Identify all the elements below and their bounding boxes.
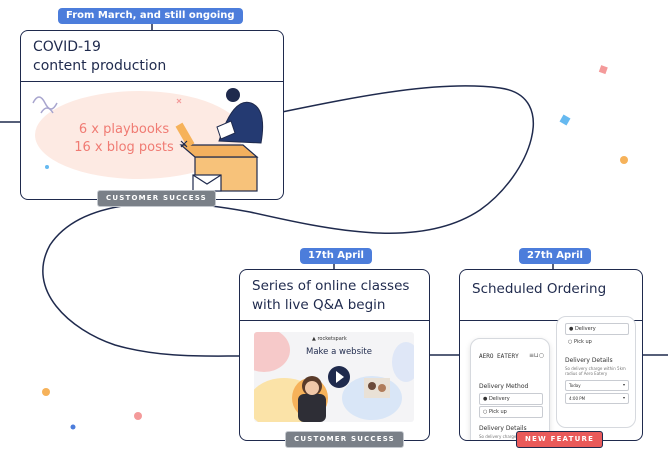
card-title-line1: COVID-19 [33,39,101,55]
option-label: Pick up [573,339,592,345]
card-title-line1: Series of online classes [252,278,410,294]
confetti-square [559,114,571,126]
select-value: Today [569,383,581,388]
covid-card[interactable]: COVID-19 content production 6 x playbook… [20,30,284,200]
radio-icon: ● [483,396,489,402]
video-brand: rocketspark [317,336,347,342]
chevron-down-icon: ▾ [622,382,625,387]
card-header: Scheduled Ordering [460,270,642,321]
card-title: Scheduled Ordering [472,281,607,297]
confetti-dot [42,388,50,396]
cart-icon[interactable]: ⊔ [534,352,539,359]
option-label: Delivery [574,326,596,332]
category-badge: CUSTOMER SUCCESS [285,431,404,448]
rocket-icon: ▲ [312,336,318,342]
option-label: Pick up [488,409,507,415]
video-title: Make a website [306,347,372,357]
video-thumbnail[interactable]: ▲ rocketspark Make a website [254,332,414,422]
select-value: 4:00 PM [569,396,586,401]
confetti-dot [134,412,142,420]
ordering-card[interactable]: Scheduled Ordering ● Delivery ○ Pick up … [459,269,643,441]
radio-icon: ○ [568,339,574,345]
menu-icon[interactable]: ≡ [529,352,535,359]
section-heading: Delivery Details [565,357,613,364]
radio-icon: ○ [483,409,489,415]
date-tag: From March, and still ongoing [58,8,243,24]
radio-option[interactable]: ○ Pick up [479,406,543,418]
note-text: So delivery charge within 5km radius of … [565,366,626,376]
search-icon[interactable]: ○ [538,352,544,359]
radio-icon: ● [569,326,575,332]
phone-mockup-left: AERO EATERY ≡⊔○ Delivery Method ● Delive… [470,338,559,440]
chevron-down-icon: ▾ [622,395,625,400]
covid-illustration [32,88,264,192]
confetti-square [598,65,608,75]
radio-option[interactable]: ● Delivery [479,393,543,405]
stat-playbooks: 6 x playbooks [78,122,170,137]
section-heading: Delivery Details [479,425,527,432]
day-select[interactable]: Today ▾ [565,380,629,391]
option-label: Delivery [488,396,510,402]
card-header: Series of online classes with live Q&A b… [240,270,429,321]
stat-blog-posts: 16 x blog posts [74,140,174,155]
card-header: COVID-19 content production [21,31,283,82]
confetti-dot [620,156,628,164]
category-badge: NEW FEATURE [516,431,604,448]
date-tag: 17th April [300,248,372,264]
card-title-line2: with live Q&A begin [252,297,386,313]
time-select[interactable]: 4:00 PM ▾ [565,393,629,404]
date-tag: 27th April [519,248,591,264]
radio-option[interactable]: ● Delivery [565,323,629,335]
card-title-line2: content production [33,58,167,74]
phone-mockup-right: ● Delivery ○ Pick up Delivery Details So… [556,316,636,428]
play-icon [336,371,344,383]
section-heading: Delivery Method [479,383,529,390]
play-button[interactable] [328,366,350,388]
confetti-dot [70,424,76,430]
category-badge: CUSTOMER SUCCESS [97,190,216,207]
classes-card[interactable]: Series of online classes with live Q&A b… [239,269,430,441]
site-logo: AERO EATERY [479,353,519,360]
